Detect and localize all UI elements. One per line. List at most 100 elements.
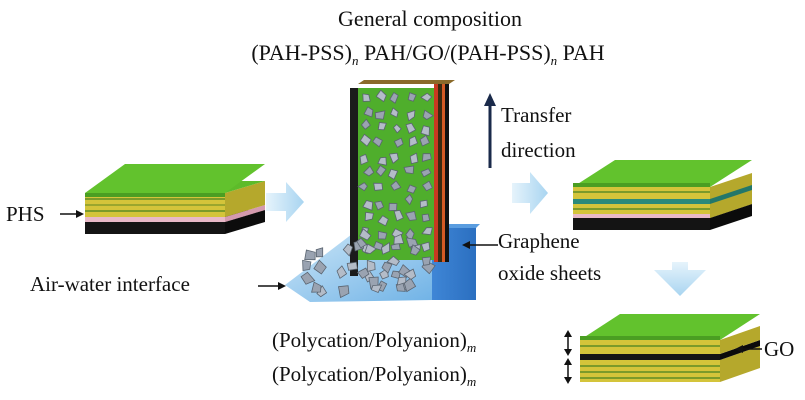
layer-pair-label-upper: (Polycation/Polyanion)m	[272, 328, 476, 355]
go-sheet	[377, 230, 388, 240]
go-sheet	[362, 165, 375, 177]
go-sheet	[377, 156, 387, 166]
go-sheet	[372, 136, 383, 148]
layer-dark	[438, 84, 442, 262]
go-sheet	[390, 180, 402, 191]
transfer-label-line2: direction	[501, 138, 576, 162]
go-sheet	[421, 256, 432, 266]
go-sheet	[300, 271, 316, 285]
stack2-pink	[573, 214, 710, 218]
go-sheet	[373, 182, 384, 191]
go-sheet	[359, 153, 369, 166]
surface-go-sheets	[300, 228, 436, 299]
go-sheet	[390, 270, 402, 279]
go-sheet	[338, 285, 350, 299]
final-lower-side	[720, 346, 760, 382]
go-sheet	[389, 92, 399, 104]
process-arrow-down	[654, 262, 706, 296]
go-sheet	[403, 268, 417, 280]
go-sheet	[403, 165, 415, 175]
go-sheet	[362, 200, 374, 211]
final-stack	[580, 314, 760, 382]
upper-thickness-arrow	[564, 330, 572, 356]
substrate-front	[85, 222, 225, 234]
phs-pointer-arrow	[60, 210, 84, 218]
layers-top-edge	[358, 80, 455, 84]
graphene-label-line1: Graphene	[498, 229, 580, 253]
go-sheet	[304, 249, 316, 261]
go-sheet	[342, 243, 353, 257]
final-green-edge	[580, 336, 720, 340]
stack2-go-side	[710, 185, 752, 204]
go-sheet	[311, 281, 322, 293]
go-sheet	[336, 265, 348, 279]
phs-label: PHS	[6, 202, 45, 226]
go-sheet	[406, 184, 417, 194]
go-sheet	[404, 193, 413, 206]
go-sheet	[409, 152, 419, 165]
go-label: GO	[764, 337, 794, 361]
layer-black	[445, 84, 449, 262]
go-sheet	[360, 118, 371, 130]
stack2-green-edge	[573, 183, 710, 187]
green-edge	[85, 193, 225, 197]
go-sheet	[315, 247, 324, 258]
go-sheet	[374, 110, 386, 120]
layer-orange	[442, 84, 445, 262]
pink-layer-front	[85, 217, 225, 222]
go-sheet	[410, 244, 421, 256]
go-sheet	[375, 164, 387, 177]
stack2-substrate-front	[573, 218, 710, 230]
final-green-top	[580, 314, 760, 340]
final-go-layer	[580, 354, 720, 360]
go-sheet	[393, 233, 405, 245]
lower-thickness-arrow	[564, 358, 572, 384]
go-sheet	[393, 137, 404, 148]
go-sheet	[362, 93, 371, 102]
go-sheet	[409, 135, 419, 148]
go-sheet	[421, 213, 431, 223]
go-sheet	[405, 122, 417, 134]
go-sheet	[396, 276, 407, 286]
go-sheet	[406, 109, 416, 122]
go-sheet	[420, 168, 432, 178]
stack2-go-layer	[573, 199, 710, 204]
go-sheet	[390, 107, 399, 118]
go-sheet	[357, 182, 368, 192]
go-sheet	[302, 259, 312, 271]
air-water-pointer-arrow	[258, 282, 286, 290]
transfer-label-line1: Transfer	[501, 103, 571, 127]
layer-red	[434, 84, 438, 262]
go-sheet	[419, 134, 430, 147]
final-upper-side	[720, 326, 760, 354]
go-sheet	[420, 125, 430, 137]
go-sheet	[364, 243, 377, 255]
go-sheet	[377, 122, 387, 131]
transfer-direction-arrow	[484, 93, 496, 168]
go-sheet	[316, 285, 328, 298]
go-sheet	[358, 228, 372, 241]
pink-layer-side	[225, 205, 265, 222]
graphene-pointer-arrow	[462, 241, 498, 249]
phs-substrate-stack	[85, 164, 265, 234]
go-sheet	[420, 241, 431, 253]
go-sheet	[313, 259, 327, 275]
go-sheet	[375, 89, 387, 103]
stack2-substrate-side	[710, 204, 752, 230]
go-sheet	[387, 168, 399, 180]
langmuir-trough	[285, 80, 480, 302]
process-arrow-2	[512, 172, 548, 214]
layer-pair-label-lower: (Polycation/Polyanion)m	[272, 362, 476, 389]
title-formula: (PAH-PSS)n PAH/GO/(PAH-PSS)n PAH	[251, 40, 604, 68]
go-sheet	[356, 267, 370, 279]
substrate-side	[225, 210, 265, 234]
go-sheet	[364, 211, 374, 222]
go-sheet	[370, 284, 383, 294]
go-sheet	[393, 209, 404, 222]
go-sheet	[388, 202, 398, 212]
go-sheet	[392, 123, 402, 134]
transferred-stack	[573, 160, 752, 230]
go-sheet	[359, 133, 372, 147]
go-sheet	[363, 106, 374, 118]
